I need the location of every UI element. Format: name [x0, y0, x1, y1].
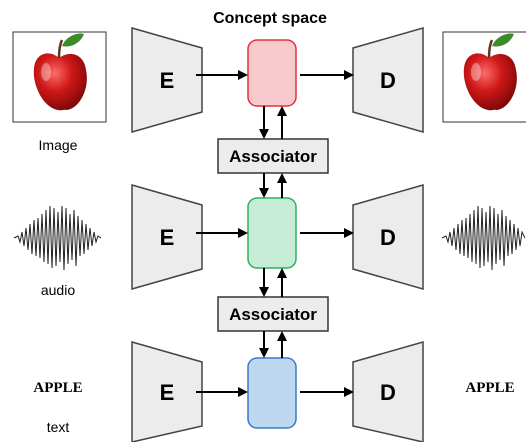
encoder-audio-label: E [160, 225, 175, 250]
associator-bottom-label: Associator [229, 305, 317, 324]
encoder-text-label: E [160, 380, 175, 405]
image-caption: Image [39, 137, 78, 153]
input-apple-image [12, 31, 107, 123]
concept-node-text [247, 357, 297, 429]
decoder-audio [352, 184, 424, 290]
associator-bottom [217, 296, 329, 332]
input-audio-waveform [13, 205, 102, 271]
concept-node-audio [247, 197, 297, 269]
concept-node-image [247, 39, 297, 107]
decoder-audio-label: D [380, 225, 396, 250]
encoder-image [131, 27, 203, 133]
output-apple-image [442, 31, 526, 123]
title: Concept space [213, 10, 327, 27]
encoder-audio [131, 184, 203, 290]
decoder-text-label: D [380, 380, 396, 405]
decoder-image-label: D [380, 68, 396, 93]
decoder-image [352, 27, 424, 133]
audio-caption: audio [41, 282, 75, 298]
input-text-apple: APPLE [33, 380, 82, 396]
output-text-apple: APPLE [465, 380, 514, 396]
encoder-text [131, 341, 203, 442]
output-audio-waveform [441, 205, 526, 271]
decoder-text [352, 341, 424, 442]
encoder-image-label: E [160, 68, 175, 93]
text-caption: text [47, 419, 70, 435]
associator-top-label: Associator [229, 147, 317, 166]
associator-top [217, 138, 329, 174]
